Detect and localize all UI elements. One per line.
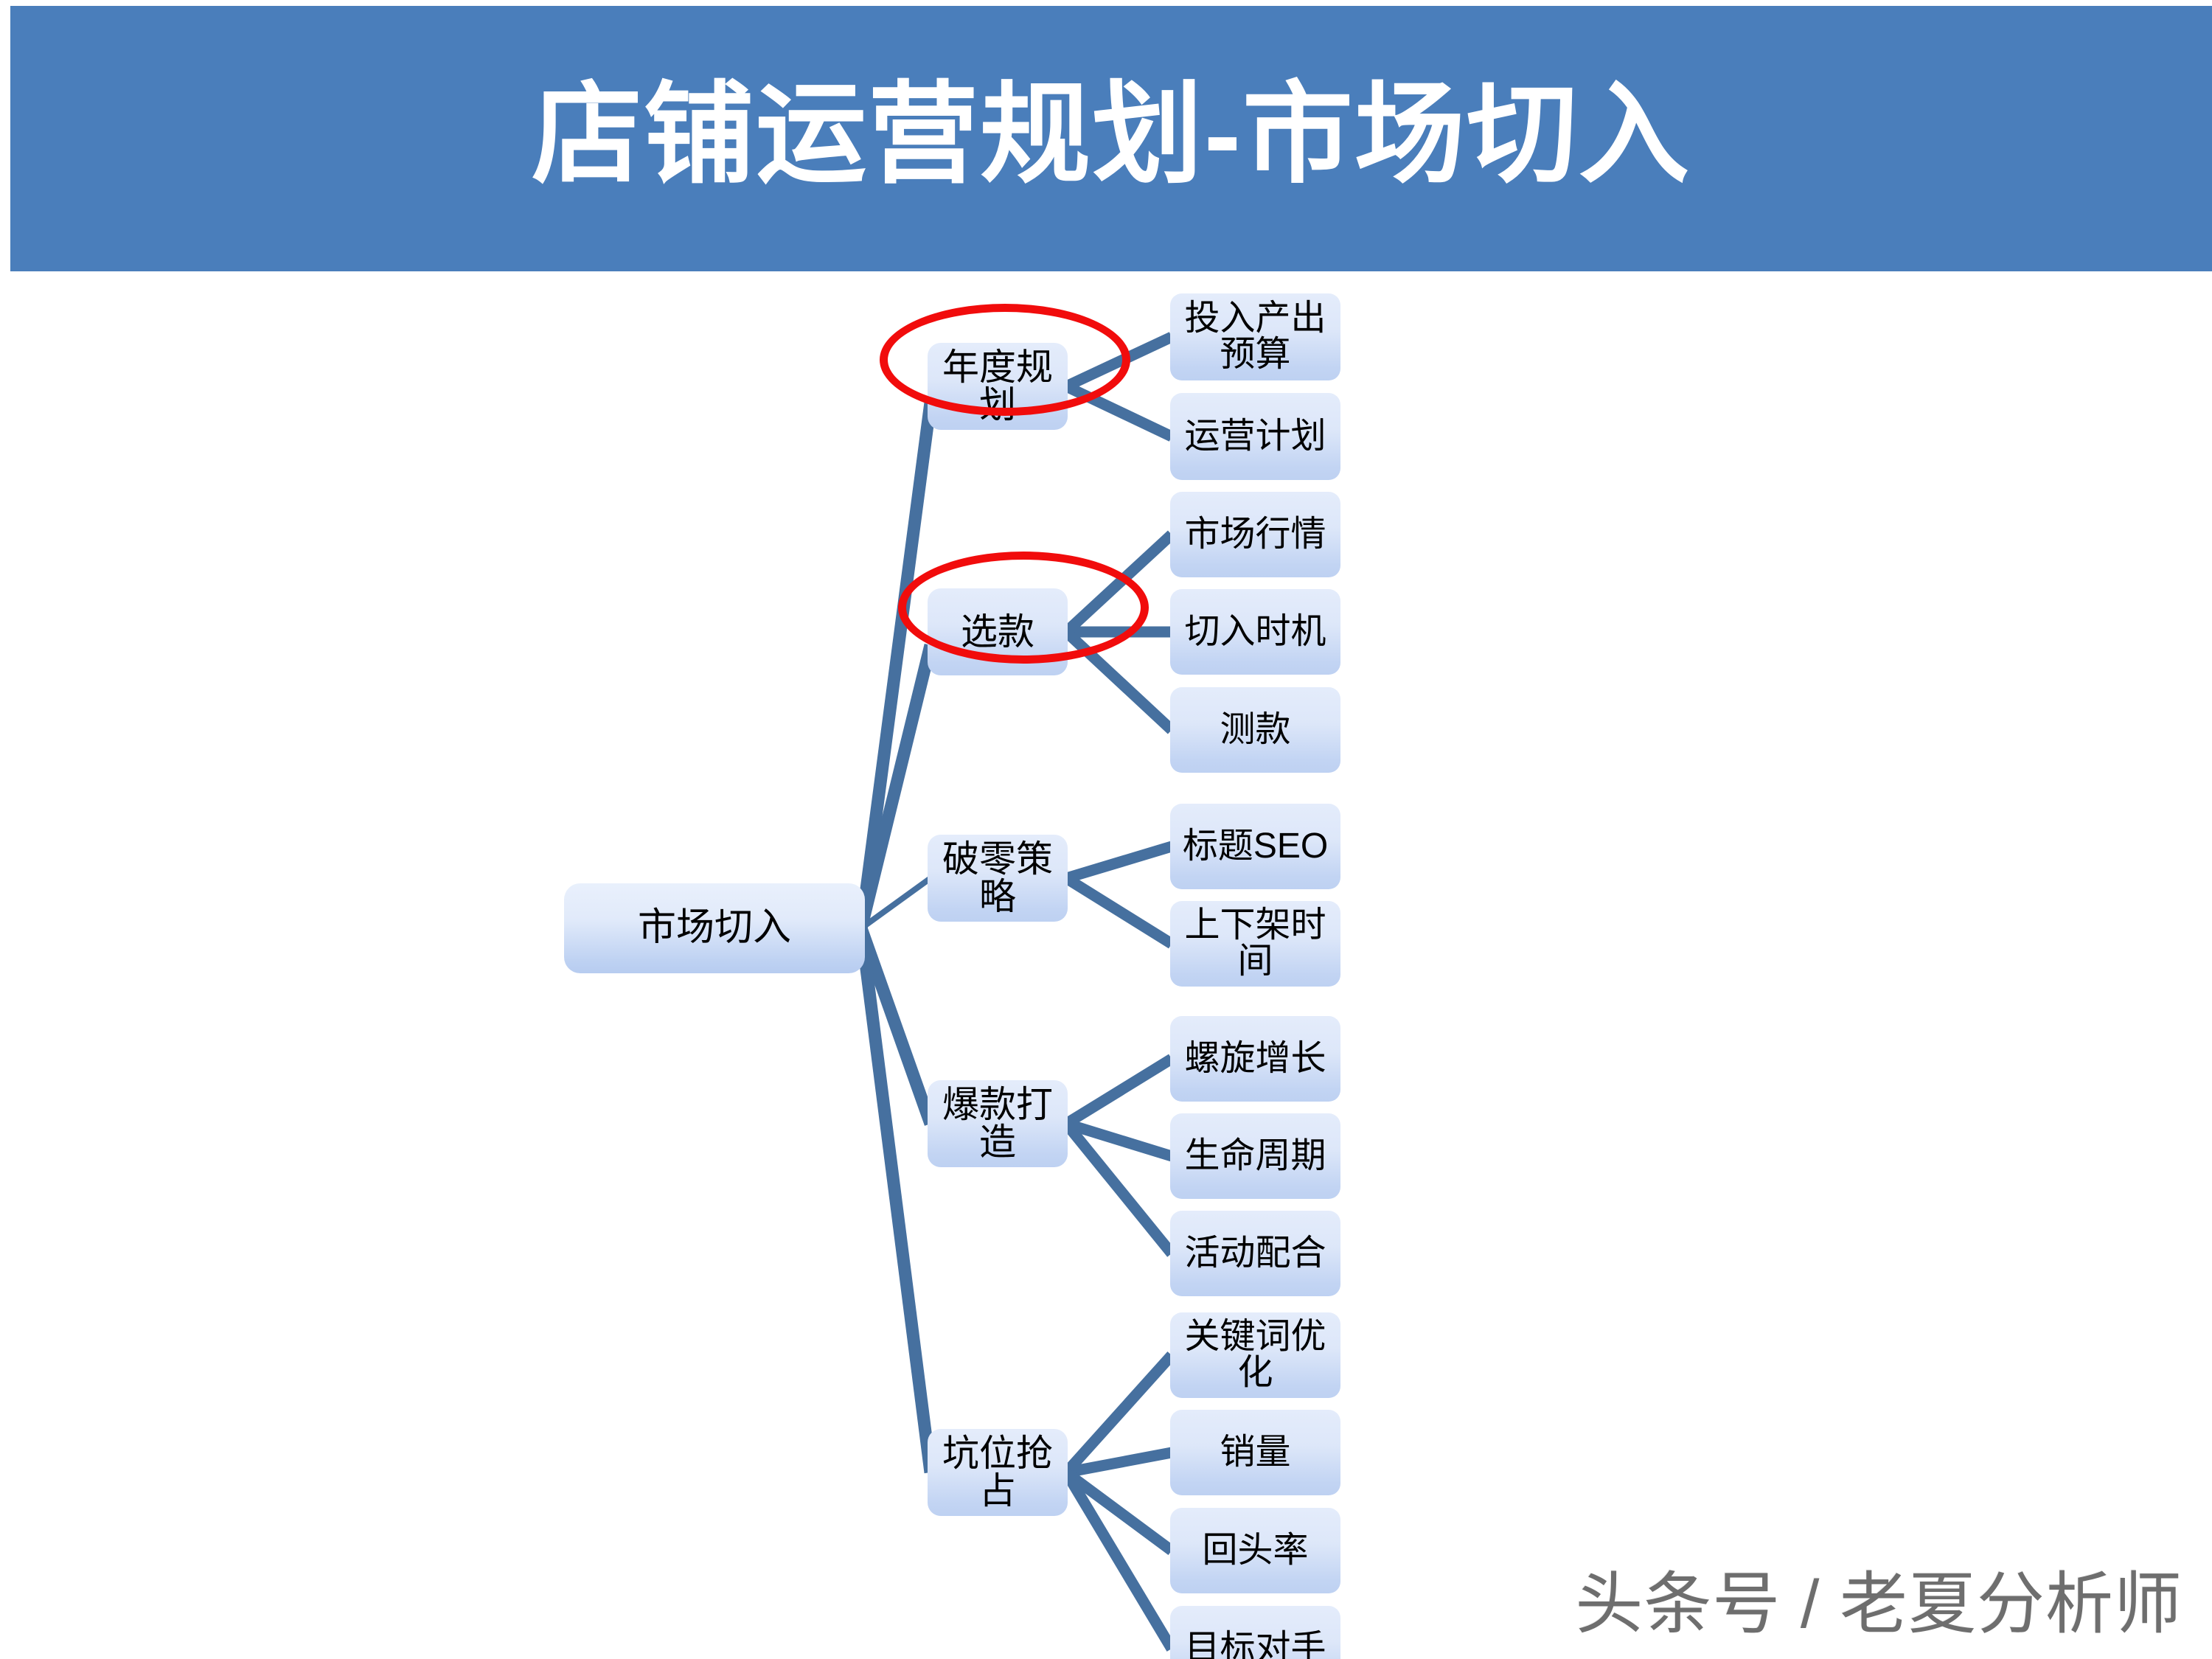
node-label: 测款 bbox=[1220, 709, 1291, 749]
node-label: 上下架时间 bbox=[1184, 905, 1326, 981]
connector-root-to-branch-3 bbox=[859, 875, 933, 931]
leaf-node-7[interactable]: 上下架时间 bbox=[1170, 901, 1340, 987]
node-label: 投入产出预算 bbox=[1184, 299, 1326, 374]
node-label: 生命周期 bbox=[1184, 1135, 1326, 1175]
leaf-node-13[interactable]: 回头率 bbox=[1170, 1508, 1340, 1593]
leaf-node-1[interactable]: 投入产出预算 bbox=[1170, 293, 1340, 380]
branch-node-3[interactable]: 破零策略 bbox=[928, 835, 1068, 922]
connector-root-to-branch-4 bbox=[855, 926, 937, 1126]
leaf-node-12[interactable]: 销量 bbox=[1170, 1410, 1340, 1495]
connector-branch-5-to-leaf-11 bbox=[1062, 1351, 1176, 1477]
connector-branch-3-to-leaf-6 bbox=[1064, 841, 1174, 884]
node-label: 切入时机 bbox=[1184, 611, 1326, 651]
node-label: 关键词优化 bbox=[1184, 1317, 1326, 1392]
branch-node-4[interactable]: 爆款打造 bbox=[928, 1080, 1068, 1167]
leaf-node-14[interactable]: 目标对手 bbox=[1170, 1606, 1340, 1659]
node-label: 坑位抢占 bbox=[942, 1433, 1053, 1512]
node-label: 爆款打造 bbox=[942, 1084, 1053, 1163]
connector-root-to-branch-1 bbox=[855, 401, 937, 930]
leaf-node-5[interactable]: 测款 bbox=[1170, 687, 1340, 773]
node-label: 回头率 bbox=[1202, 1530, 1309, 1570]
node-label: 活动配合 bbox=[1184, 1233, 1326, 1273]
node-label: 目标对手 bbox=[1184, 1628, 1326, 1659]
root-node-market-entry[interactable]: 市场切入 bbox=[564, 883, 865, 973]
leaf-node-9[interactable]: 生命周期 bbox=[1170, 1113, 1340, 1199]
connector-branch-5-to-leaf-14 bbox=[1061, 1470, 1177, 1652]
node-label: 螺旋增长 bbox=[1184, 1038, 1326, 1078]
leaf-node-10[interactable]: 活动配合 bbox=[1170, 1211, 1340, 1296]
leaf-node-4[interactable]: 切入时机 bbox=[1170, 589, 1340, 675]
highlight-ellipse-2 bbox=[898, 552, 1149, 664]
connector-branch-4-to-leaf-9 bbox=[1064, 1118, 1174, 1162]
branch-node-5[interactable]: 坑位抢占 bbox=[928, 1429, 1068, 1516]
leaf-node-8[interactable]: 螺旋增长 bbox=[1170, 1016, 1340, 1102]
node-label: 运营计划 bbox=[1184, 416, 1326, 456]
connector-branch-4-to-leaf-8 bbox=[1063, 1054, 1175, 1129]
title-banner: 店铺运营规划-市场切入 bbox=[10, 6, 2212, 271]
node-label: 销量 bbox=[1220, 1432, 1291, 1472]
connector-root-to-branch-5 bbox=[855, 927, 937, 1474]
connector-branch-3-to-leaf-7 bbox=[1063, 873, 1175, 949]
leaf-node-2[interactable]: 运营计划 bbox=[1170, 393, 1340, 480]
connector-branch-5-to-leaf-12 bbox=[1065, 1447, 1173, 1478]
leaf-node-3[interactable]: 市场行情 bbox=[1170, 492, 1340, 577]
node-label: 破零策略 bbox=[942, 838, 1053, 917]
highlight-ellipse-1 bbox=[880, 304, 1130, 416]
page-title: 店铺运营规划-市场切入 bbox=[532, 72, 1691, 196]
connector-branch-4-to-leaf-10 bbox=[1062, 1120, 1176, 1257]
node-label: 市场切入 bbox=[637, 906, 791, 950]
connector-branch-5-to-leaf-13 bbox=[1062, 1467, 1175, 1556]
watermark: 头条号 / 老夏分析师 bbox=[1575, 1567, 2183, 1642]
node-label: 市场行情 bbox=[1184, 514, 1326, 554]
leaf-node-11[interactable]: 关键词优化 bbox=[1170, 1312, 1340, 1398]
node-label: 标题SEO bbox=[1182, 826, 1329, 866]
connector-root-to-branch-2 bbox=[855, 643, 937, 931]
leaf-node-6[interactable]: 标题SEO bbox=[1170, 804, 1340, 889]
